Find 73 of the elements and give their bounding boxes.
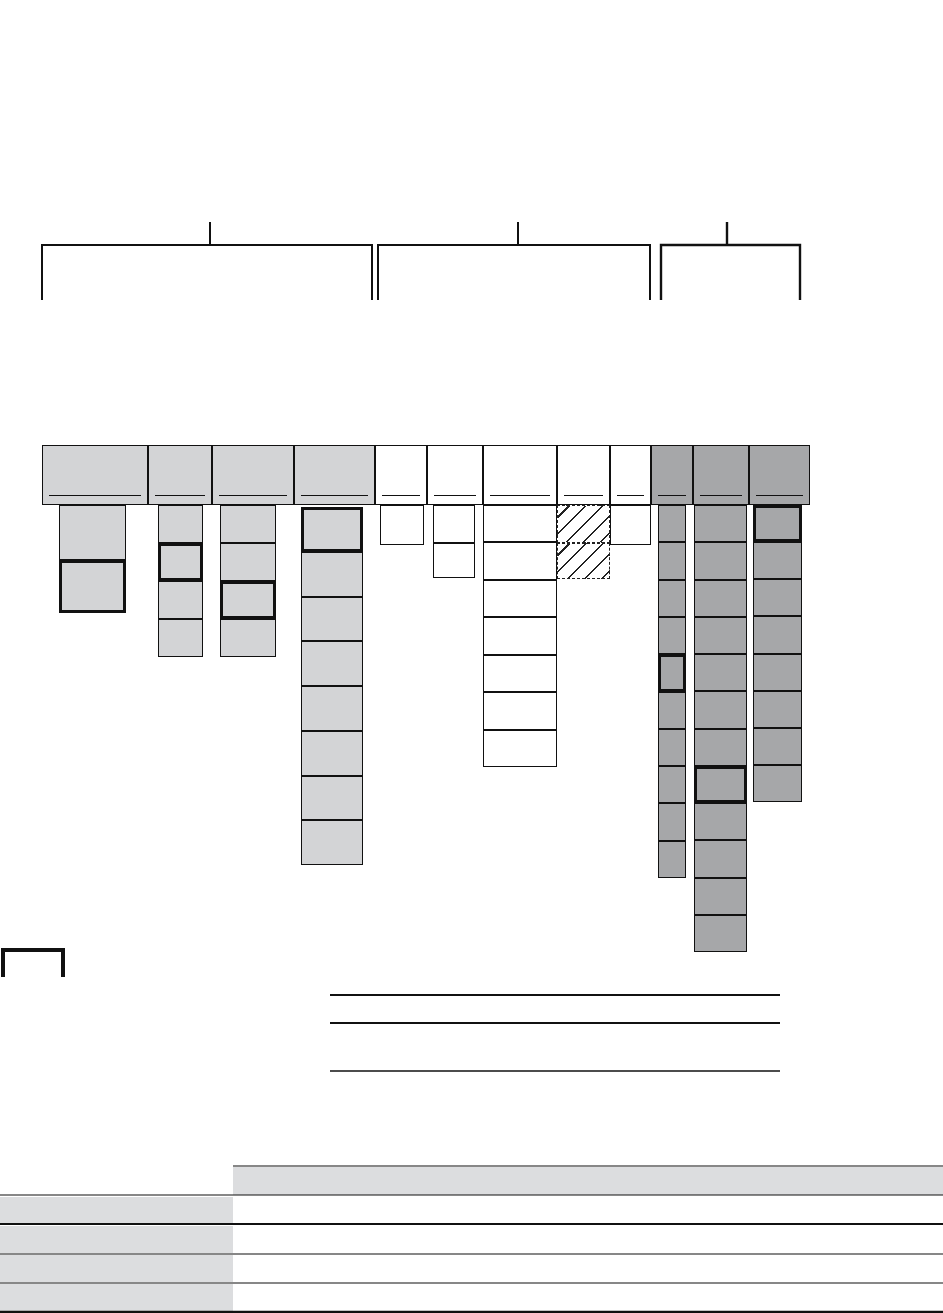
code-field — [375, 445, 427, 505]
option-box — [158, 619, 203, 657]
option-box — [694, 580, 747, 617]
option-box — [380, 505, 424, 545]
option-box — [301, 641, 363, 686]
option-box — [59, 505, 126, 560]
option-box — [158, 543, 203, 581]
hatched-option-box — [557, 543, 610, 579]
code-field — [427, 445, 483, 505]
option-box — [301, 507, 363, 552]
option-box — [694, 617, 747, 654]
option-box — [220, 505, 276, 543]
option-box — [694, 915, 747, 952]
option-box — [301, 776, 363, 820]
option-box — [694, 729, 747, 766]
option-box — [753, 691, 802, 728]
option-box — [694, 505, 747, 542]
code-field — [294, 445, 375, 505]
option-box — [658, 766, 686, 803]
option-box — [483, 692, 557, 730]
option-box — [694, 654, 747, 691]
option-box — [694, 840, 747, 878]
option-box — [483, 730, 557, 767]
option-box — [658, 692, 686, 729]
option-box — [433, 543, 475, 578]
option-box — [483, 542, 557, 580]
code-field — [148, 445, 212, 505]
option-box — [483, 617, 557, 655]
option-box — [433, 505, 475, 543]
option-box — [483, 655, 557, 692]
option-box — [753, 542, 802, 579]
hatched-option-box — [557, 505, 610, 543]
option-box — [694, 691, 747, 729]
option-box — [301, 552, 363, 597]
option-box — [220, 543, 276, 581]
option-box — [658, 617, 686, 654]
option-box — [658, 654, 686, 692]
option-box — [753, 579, 802, 616]
option-box — [694, 878, 747, 915]
code-field — [651, 445, 693, 505]
option-box — [220, 619, 276, 657]
option-box — [694, 542, 747, 580]
code-field — [749, 445, 810, 505]
option-box — [658, 542, 686, 580]
option-box — [658, 841, 686, 878]
code-field — [693, 445, 749, 505]
option-box — [301, 686, 363, 731]
option-box — [753, 728, 802, 765]
option-box — [610, 505, 651, 545]
code-field — [483, 445, 557, 505]
option-box — [301, 597, 363, 641]
option-box — [158, 581, 203, 619]
option-box — [753, 654, 802, 691]
option-box — [753, 765, 802, 802]
code-field — [212, 445, 294, 505]
option-box — [483, 505, 557, 542]
code-field — [42, 445, 148, 505]
option-box — [694, 803, 747, 840]
option-box — [59, 560, 126, 613]
option-box — [658, 505, 686, 542]
option-box — [220, 581, 276, 619]
option-box — [301, 820, 363, 865]
option-box — [301, 731, 363, 776]
option-box — [483, 580, 557, 617]
option-box — [753, 616, 802, 654]
option-box — [753, 505, 802, 542]
option-box — [658, 803, 686, 841]
option-box — [158, 505, 203, 543]
code-field — [557, 445, 610, 505]
option-box — [658, 580, 686, 617]
option-box — [658, 729, 686, 766]
option-box — [694, 766, 747, 803]
code-field — [610, 445, 651, 505]
